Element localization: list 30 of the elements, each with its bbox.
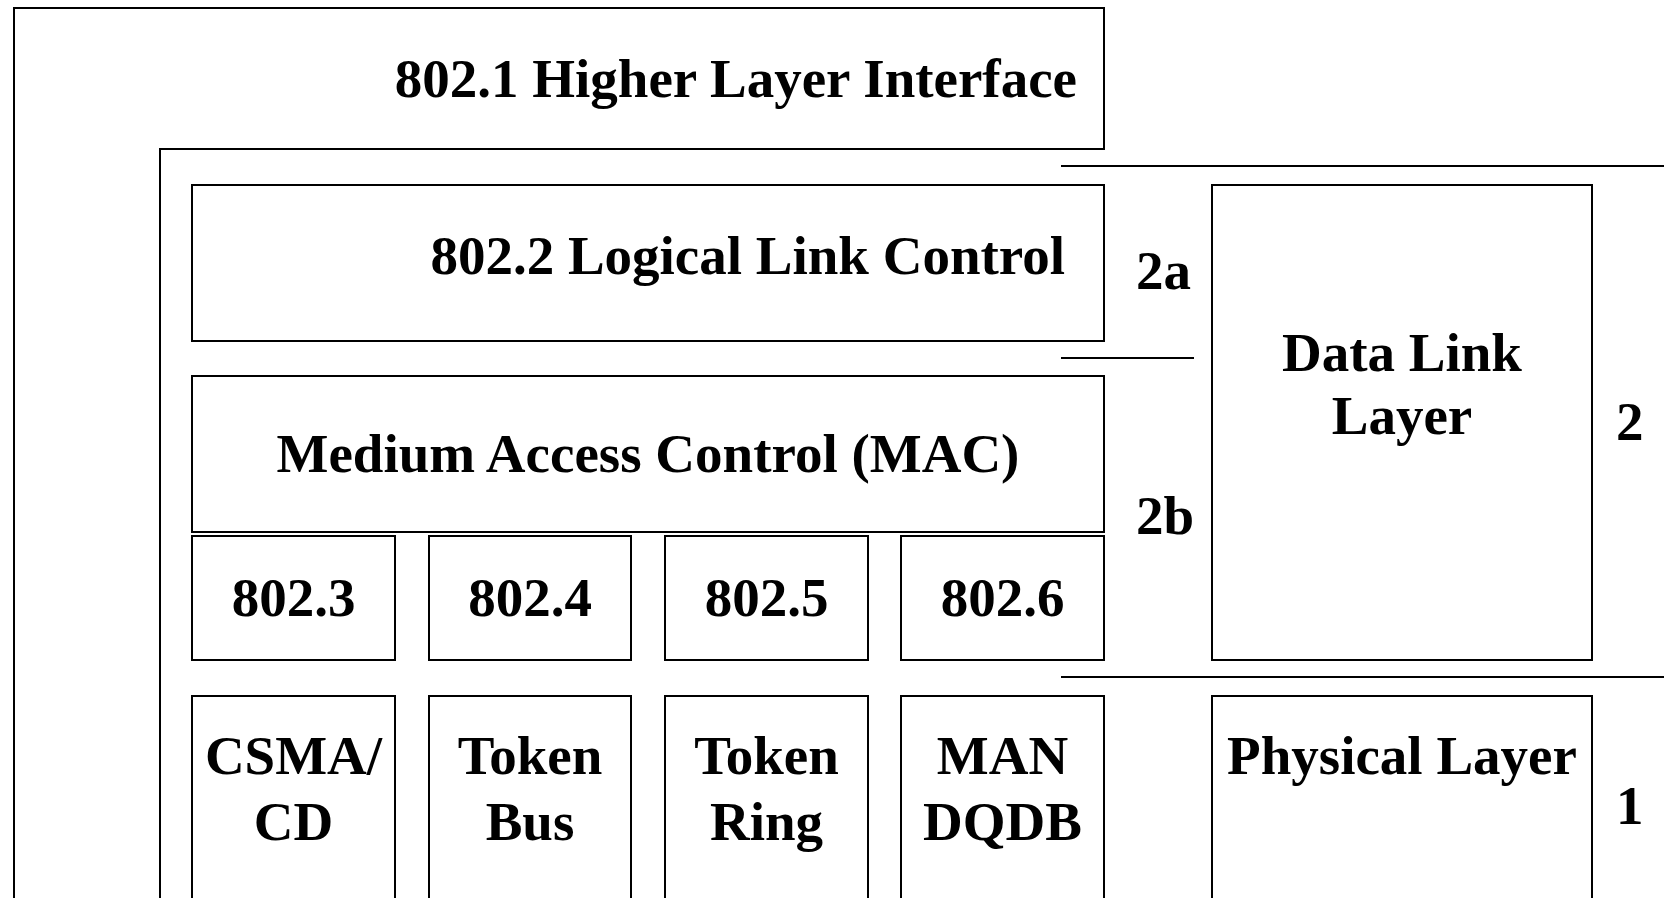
layer-shape xyxy=(13,7,1105,898)
standard-box xyxy=(664,535,869,661)
layer-label: 802.5 xyxy=(703,566,830,630)
layer-label: CSMA/CD xyxy=(203,724,384,854)
layer-label: Medium Access Control (MAC) xyxy=(275,422,1021,486)
layer-box xyxy=(1211,184,1593,661)
protocol-box xyxy=(664,695,869,898)
layer-box xyxy=(191,184,1105,342)
standard-box xyxy=(428,535,632,661)
layer-label: MAN DQDB xyxy=(922,724,1083,854)
layer-label: Physical Layer xyxy=(1226,724,1578,788)
standard-box xyxy=(191,535,396,661)
layer-number: 2a xyxy=(1136,243,1191,298)
protocol-box xyxy=(191,695,396,898)
layer-label: Token Ring xyxy=(693,724,840,854)
layer-box xyxy=(1211,695,1593,898)
protocol-box xyxy=(900,695,1105,898)
layer-label: 802.6 xyxy=(939,566,1066,630)
layer-label: 802.2 Logical Link Control xyxy=(430,224,1065,288)
layer-box xyxy=(191,375,1105,533)
layer-label: 802.1 Higher Layer Interface xyxy=(394,47,1077,111)
layer-number: 2b xyxy=(1136,488,1195,543)
layer-label: Token Bus xyxy=(456,724,604,854)
layer-label: 802.4 xyxy=(467,566,593,630)
layer-number: 2 xyxy=(1616,394,1644,449)
layer-number: 1 xyxy=(1616,778,1644,833)
layer-label: 802.3 xyxy=(230,566,357,630)
standard-box xyxy=(900,535,1105,661)
layer-label: Data Link Layer xyxy=(1281,321,1523,448)
protocol-box xyxy=(428,695,632,898)
